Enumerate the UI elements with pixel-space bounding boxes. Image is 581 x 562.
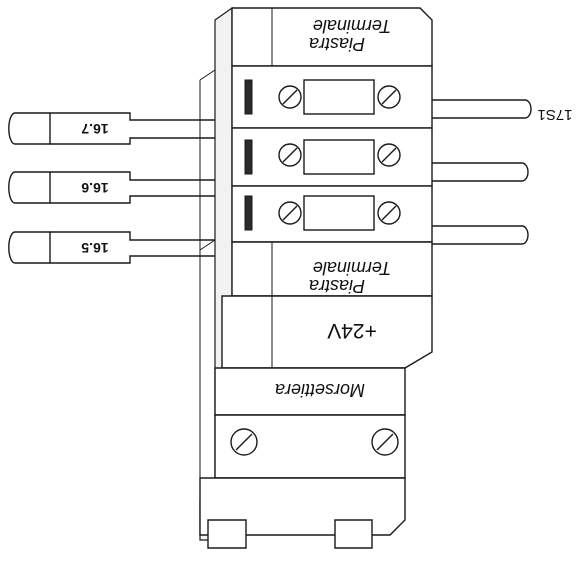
label-morsettiera: Morsettiera [275,380,365,400]
indicator-led-icon [244,79,253,115]
label-terminale-mid: Terminale [313,258,391,278]
label-wire-16-6: 16.6 [81,180,108,196]
wire-right-2 [432,162,529,182]
terminal-block-assembly [199,6,433,549]
label-wire-17s1: 17S1 [537,106,572,123]
din-clip-left [207,519,247,549]
label-window-1 [303,79,375,115]
label-wire-16-7: 16.7 [81,121,108,137]
wire-left-3 [8,231,215,264]
morsettiera-block [199,367,406,549]
din-clip-right [334,519,373,549]
wire-right-3 [432,225,529,245]
indicator-led-icon [244,139,253,175]
label-piastra-top: Piastra [309,34,365,54]
label-terminale-top: Terminale [313,16,391,36]
screw-module-2 [231,127,433,187]
label-window-3 [303,195,375,231]
screw-module-3 [231,185,433,243]
left-wires [8,112,215,264]
voltage-module [221,295,433,369]
wire-left-2 [8,171,215,204]
screw-module-1 [231,65,433,129]
labels: Piastra Terminale Piastra Terminale +24V… [81,16,572,400]
right-wires [432,99,532,245]
label-voltage: +24V [327,319,377,342]
wire-left-1 [8,112,215,145]
label-window-2 [303,139,375,175]
label-wire-16-5: 16.5 [81,240,108,256]
indicator-led-icon [244,195,253,231]
label-piastra-mid: Piastra [309,276,365,296]
wire-right-1 [432,99,532,119]
